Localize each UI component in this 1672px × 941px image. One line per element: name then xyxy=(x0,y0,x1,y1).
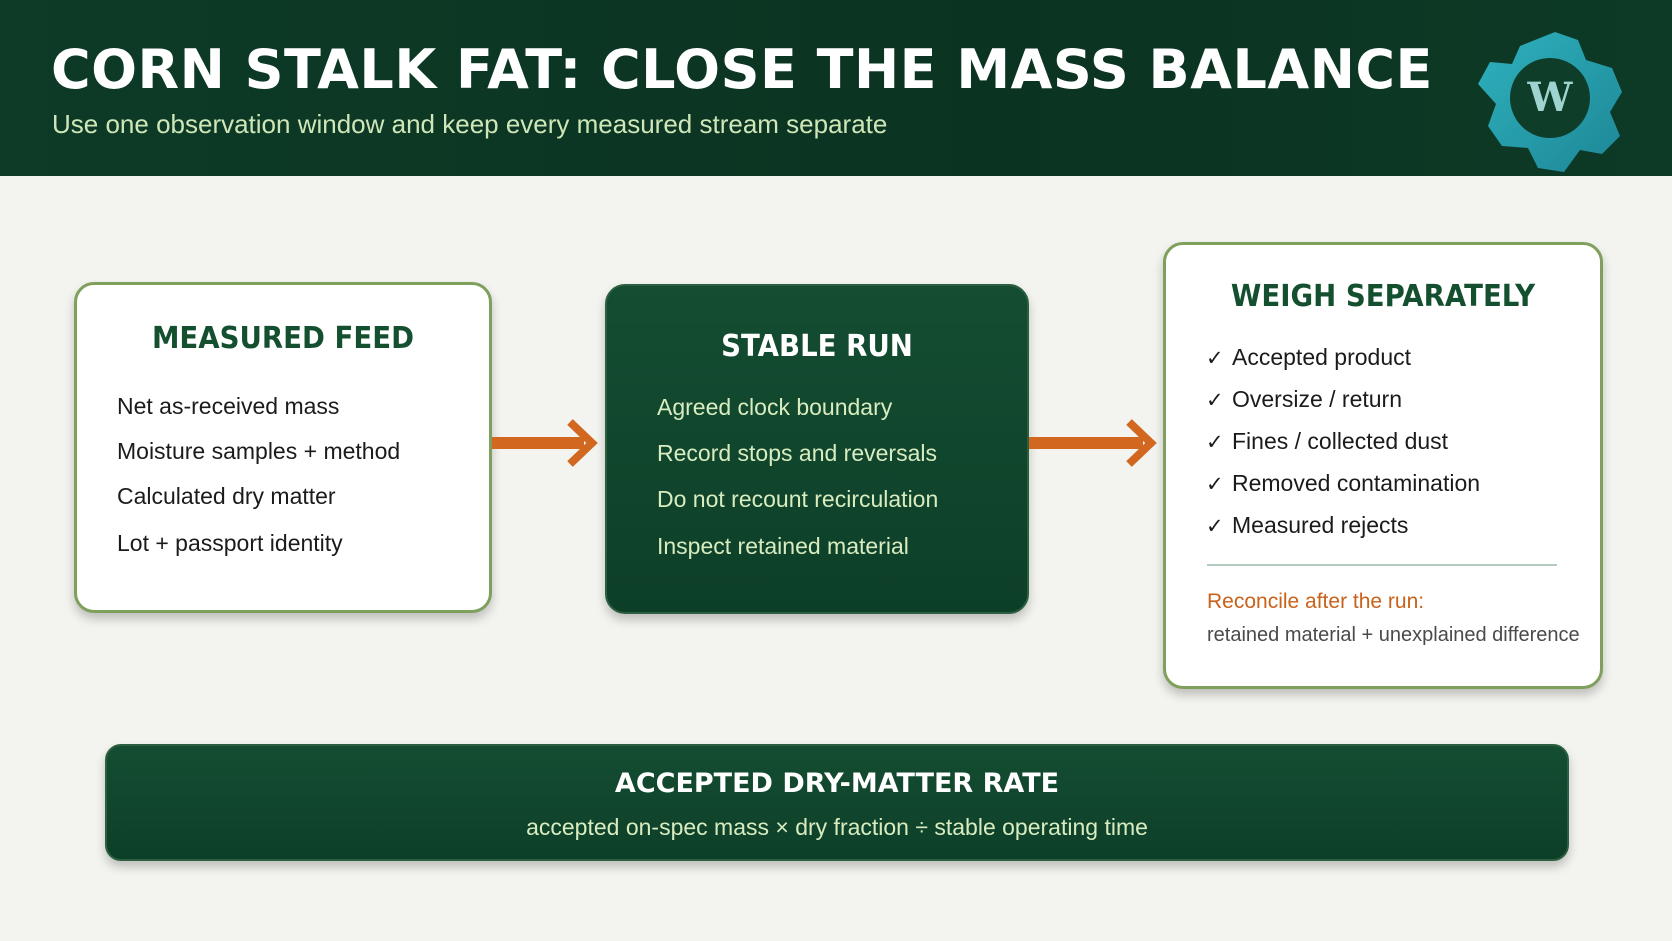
run-item: Record stops and reversals xyxy=(657,440,937,466)
check-icon: ✓ xyxy=(1206,430,1224,454)
weigh-item: ✓ Accepted product xyxy=(1206,344,1411,371)
weigh-item: ✓ Removed contamination xyxy=(1206,470,1480,497)
feed-item: Lot + passport identity xyxy=(117,530,343,556)
measured-feed-card: MEASURED FEED Net as-received mass Moist… xyxy=(74,282,492,613)
measured-feed-title: MEASURED FEED xyxy=(151,321,415,356)
stable-run-card: STABLE RUN Agreed clock boundary Record … xyxy=(605,284,1029,614)
accepted-rate-banner: ACCEPTED DRY-MATTER RATE accepted on-spe… xyxy=(105,744,1569,861)
weigh-separately-card: WEIGH SEPARATELY ✓ Accepted product ✓ Over… xyxy=(1163,242,1603,689)
weigh-item: ✓ Fines / collected dust xyxy=(1206,428,1448,455)
run-item: Agreed clock boundary xyxy=(657,394,893,420)
weigh-item-label: Accepted product xyxy=(1232,344,1412,370)
accepted-rate-formula: accepted on-spec mass × dry fraction ÷ s… xyxy=(526,814,1148,840)
weigh-item: ✓ Measured rejects xyxy=(1206,512,1408,539)
weigh-item-label: Measured rejects xyxy=(1232,512,1409,538)
weigh-item: ✓ Oversize / return xyxy=(1206,386,1402,413)
stable-run-title: STABLE RUN xyxy=(721,329,913,364)
check-icon: ✓ xyxy=(1206,388,1224,412)
divider xyxy=(1207,564,1557,566)
weigh-item-label: Oversize / return xyxy=(1232,386,1402,412)
reconcile-text: retained material + unexplained differen… xyxy=(1207,624,1580,646)
weigh-separately-title: WEIGH SEPARATELY xyxy=(1230,279,1536,314)
flow-arrow-right-icon xyxy=(492,419,598,467)
run-item: Do not recount recirculation xyxy=(657,486,939,512)
run-item: Inspect retained material xyxy=(657,533,909,559)
check-icon: ✓ xyxy=(1206,472,1224,496)
page-title: CORN STALK FAT: CLOSE THE MASS BALANCE xyxy=(51,38,1433,101)
check-icon: ✓ xyxy=(1206,514,1224,538)
feed-item: Moisture samples + method xyxy=(117,438,401,464)
feed-item: Net as-received mass xyxy=(117,393,340,419)
header-banner: CORN STALK FAT: CLOSE THE MASS BALANCE U… xyxy=(0,0,1672,176)
svg-text:W: W xyxy=(1527,74,1574,121)
check-icon: ✓ xyxy=(1206,346,1224,370)
accepted-rate-title: ACCEPTED DRY-MATTER RATE xyxy=(614,768,1060,799)
weigh-item-label: Removed contamination xyxy=(1232,470,1481,496)
flow-arrow-right-icon xyxy=(1029,419,1157,467)
weigh-item-label: Fines / collected dust xyxy=(1232,428,1449,454)
gear-logo-icon: W xyxy=(1478,32,1622,172)
page-subtitle: Use one observation window and keep ever… xyxy=(52,109,888,139)
reconcile-label: Reconcile after the run: xyxy=(1207,590,1425,613)
feed-item: Calculated dry matter xyxy=(117,483,336,509)
